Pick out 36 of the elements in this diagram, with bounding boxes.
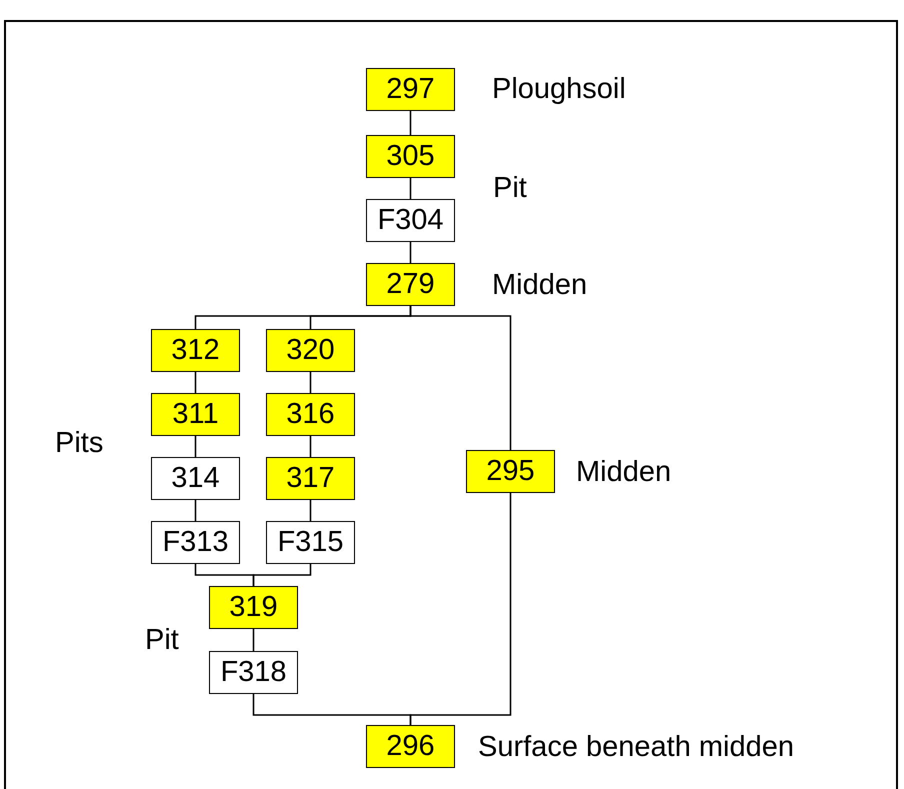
context-box: 297 xyxy=(366,68,455,111)
context-box: 296 xyxy=(366,725,455,768)
context-box: 317 xyxy=(266,457,355,500)
context-description: Ploughsoil xyxy=(492,72,626,106)
connector-line xyxy=(194,500,196,521)
connector-line xyxy=(310,436,312,457)
context-box: 320 xyxy=(266,329,355,372)
context-box: 295 xyxy=(466,450,555,493)
connector-line xyxy=(410,306,512,450)
context-box: 319 xyxy=(209,586,298,629)
connector-line xyxy=(194,436,196,457)
group-label: Pits xyxy=(55,426,104,460)
context-box: F318 xyxy=(209,651,298,694)
context-description: Midden xyxy=(492,268,588,302)
context-description: Midden xyxy=(576,455,672,489)
connector-line xyxy=(410,242,412,263)
group-label: Pit xyxy=(145,623,179,657)
context-box: F315 xyxy=(266,521,355,564)
connector-line xyxy=(310,500,312,521)
context-box: 312 xyxy=(151,329,240,372)
connector-line xyxy=(252,564,312,586)
group-label: Pit xyxy=(493,171,527,205)
context-description: Surface beneath midden xyxy=(478,730,794,764)
context-box: 316 xyxy=(266,393,355,436)
context-box: 279 xyxy=(366,263,455,306)
connector-line xyxy=(310,372,312,393)
connector-line xyxy=(410,178,412,199)
context-box: F304 xyxy=(366,199,455,242)
connector-line xyxy=(252,629,254,651)
connector-line xyxy=(410,111,412,135)
context-box: 311 xyxy=(151,393,240,436)
connector-line xyxy=(410,493,512,725)
context-box: F313 xyxy=(151,521,240,564)
context-box: 305 xyxy=(366,135,455,178)
connector-line xyxy=(194,372,196,393)
context-box: 314 xyxy=(151,457,240,500)
